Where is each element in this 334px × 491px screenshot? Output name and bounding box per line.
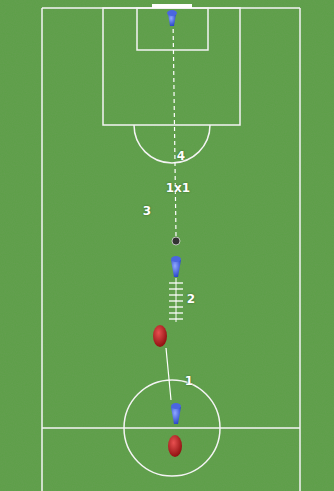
callout-number: 4 [177,150,185,162]
callout-number: 1x1 [166,182,190,194]
callout-number: 1 [185,375,193,387]
agility-ladder [169,283,183,319]
drill-lines [166,18,176,400]
blue-players [167,10,181,424]
callout-number: 3 [143,205,151,217]
red-players [153,325,182,457]
callout-number: 2 [187,293,195,305]
goal [152,4,192,8]
pitch-lines [42,8,300,491]
ball [172,237,180,245]
